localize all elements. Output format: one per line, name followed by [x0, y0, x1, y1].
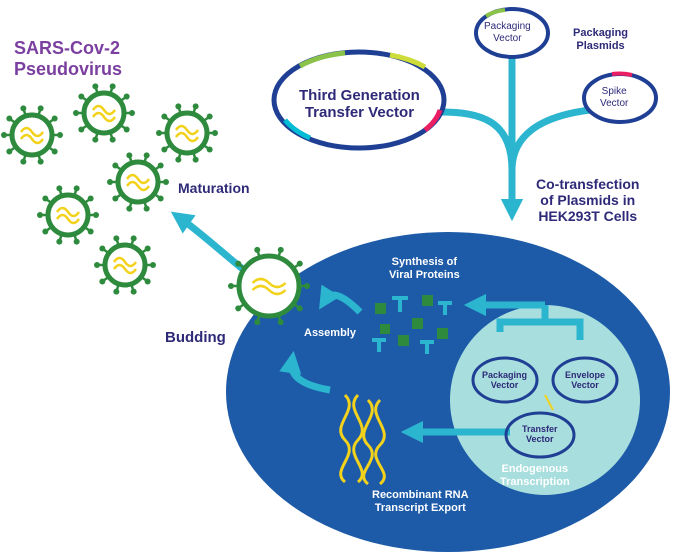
- inner-transfer-line-1: Transfer: [522, 424, 558, 434]
- spike-vector-label: Spike Vector: [600, 86, 628, 109]
- title-line-1: SARS-Cov-2: [14, 38, 121, 58]
- recombinant-line-1: Recombinant RNA: [372, 489, 469, 501]
- packaging-line-2: Vector: [493, 32, 522, 44]
- virus-particle: [1, 105, 63, 165]
- inner-packaging-vector: [471, 356, 539, 404]
- nucleus: [450, 305, 640, 495]
- recombinant-label: Recombinant RNA Transcript Export: [372, 489, 469, 514]
- inner-packaging-label: Packaging Vector: [482, 370, 527, 391]
- synthesis-line-1: Synthesis of: [391, 256, 458, 268]
- packaging-line-1: Packaging: [484, 21, 531, 32]
- packaging-plasmids-label: Packaging Plasmids: [573, 27, 628, 52]
- packaging-vector: [474, 7, 550, 59]
- synthesis-line-2: Viral Proteins: [389, 268, 460, 281]
- packaging-plasmids-line-1: Packaging: [573, 27, 629, 39]
- spike-line-2: Vector: [600, 97, 629, 109]
- cotransfection-line-2: of Plasmids in: [540, 192, 636, 209]
- inner-packaging-line-2: Vector: [490, 380, 519, 391]
- inner-transfer-vector: [504, 394, 576, 459]
- inner-packaging-line-1: Packaging: [482, 370, 528, 380]
- transfer-line-1: Third Generation: [299, 87, 420, 104]
- endogenous-line-2: Transcription: [500, 475, 570, 488]
- virus-particle: [156, 103, 218, 163]
- budding-label: Budding: [165, 329, 226, 346]
- virus-particle: [94, 235, 156, 295]
- pseudovirus-particles: [1, 83, 310, 326]
- virus-particle: [107, 152, 169, 212]
- spike-line-1: Spike: [601, 86, 627, 97]
- packaging-plasmids-line-2: Plasmids: [576, 39, 625, 52]
- cotransfection-arrows: [439, 55, 591, 222]
- rna-transcripts: [339, 393, 386, 486]
- virus-particle: [73, 83, 135, 143]
- transfer-vector-label: Third Generation Transfer Vector: [299, 87, 420, 122]
- title-line-2: Pseudovirus: [14, 58, 123, 79]
- viral-proteins: [372, 295, 452, 354]
- transfer-line-2: Transfer Vector: [304, 104, 415, 122]
- spike-vector: [582, 71, 658, 124]
- inner-envelope-line-2: Vector: [571, 380, 599, 391]
- budding-virus: [228, 246, 310, 326]
- assembly-label: Assembly: [304, 327, 356, 339]
- recombinant-line-2: Transcript Export: [374, 501, 466, 514]
- diagram-title: SARS-Cov-2 Pseudovirus: [14, 38, 122, 79]
- endogenous-label: Endogenous Transcription: [500, 463, 570, 488]
- packaging-vector-label: Packaging Vector: [484, 21, 531, 44]
- virus-particle: [37, 185, 99, 245]
- cotransfection-line-3: HEK293T Cells: [538, 208, 638, 225]
- inner-envelope-vector: [551, 356, 619, 404]
- inner-envelope-label: Envelope Vector: [565, 370, 605, 391]
- cotransfection-line-1: Co-transfection: [536, 176, 640, 192]
- maturation-label: Maturation: [178, 180, 250, 196]
- cotransfection-label: Co-transfection of Plasmids in HEK293T C…: [536, 176, 639, 224]
- inner-transfer-label: Transfer Vector: [522, 424, 558, 445]
- inner-envelope-line-1: Envelope: [565, 370, 606, 380]
- inner-transfer-line-2: Vector: [526, 434, 554, 445]
- third-generation-transfer-vector: [271, 49, 447, 151]
- synthesis-label: Synthesis of Viral Proteins: [389, 256, 460, 281]
- endogenous-line-1: Endogenous: [501, 463, 569, 475]
